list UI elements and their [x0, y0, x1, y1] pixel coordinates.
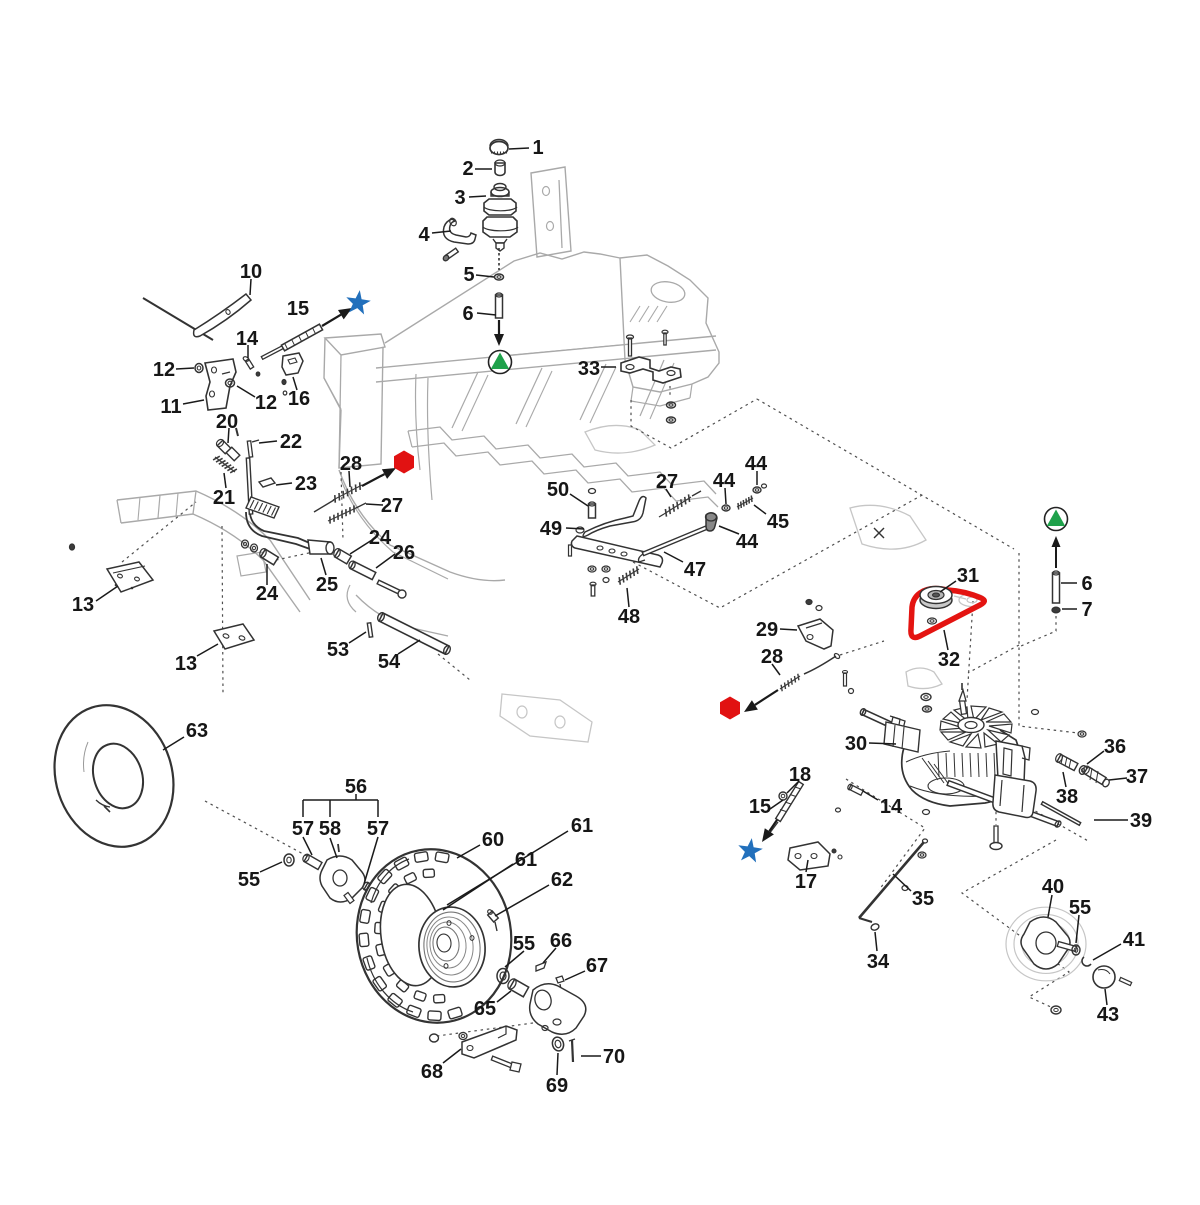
- svg-text:57: 57: [292, 818, 314, 840]
- svg-text:25: 25: [316, 574, 338, 596]
- svg-text:28: 28: [761, 646, 783, 668]
- svg-text:12: 12: [255, 392, 277, 414]
- svg-text:66: 66: [550, 930, 572, 952]
- svg-text:27: 27: [381, 495, 403, 517]
- svg-text:22: 22: [280, 431, 302, 453]
- svg-text:21: 21: [213, 487, 235, 509]
- svg-text:36: 36: [1104, 736, 1126, 758]
- svg-text:32: 32: [938, 649, 960, 671]
- svg-text:65: 65: [474, 998, 496, 1020]
- svg-text:13: 13: [175, 653, 197, 675]
- svg-text:13: 13: [72, 594, 94, 616]
- svg-text:50: 50: [547, 479, 569, 501]
- svg-text:63: 63: [186, 720, 208, 742]
- svg-text:40: 40: [1042, 876, 1064, 898]
- svg-text:35: 35: [912, 888, 934, 910]
- svg-text:44: 44: [736, 531, 759, 553]
- svg-text:45: 45: [767, 511, 789, 533]
- svg-text:61: 61: [571, 815, 593, 837]
- svg-text:49: 49: [540, 518, 562, 540]
- svg-text:4: 4: [418, 224, 430, 246]
- svg-text:14: 14: [236, 328, 259, 350]
- svg-text:39: 39: [1130, 810, 1152, 832]
- svg-text:29: 29: [756, 619, 778, 641]
- svg-text:7: 7: [1081, 599, 1092, 621]
- svg-text:44: 44: [745, 453, 768, 475]
- svg-text:56: 56: [345, 776, 367, 798]
- svg-text:26: 26: [393, 542, 415, 564]
- svg-text:34: 34: [867, 951, 890, 973]
- svg-text:55: 55: [238, 869, 260, 891]
- svg-text:10: 10: [240, 261, 262, 283]
- svg-text:60: 60: [482, 829, 504, 851]
- svg-text:57: 57: [367, 818, 389, 840]
- svg-text:67: 67: [586, 955, 608, 977]
- svg-text:48: 48: [618, 606, 640, 628]
- svg-text:55: 55: [513, 933, 535, 955]
- svg-text:18: 18: [789, 764, 811, 786]
- svg-text:3: 3: [454, 187, 465, 209]
- svg-text:30: 30: [845, 733, 867, 755]
- svg-text:23: 23: [295, 473, 317, 495]
- svg-text:6: 6: [462, 303, 473, 325]
- svg-text:5: 5: [463, 264, 474, 286]
- svg-text:53: 53: [327, 639, 349, 661]
- svg-text:17: 17: [795, 871, 817, 893]
- svg-text:61: 61: [515, 849, 537, 871]
- svg-text:62: 62: [551, 869, 573, 891]
- svg-text:6: 6: [1081, 573, 1092, 595]
- svg-text:2: 2: [462, 158, 473, 180]
- svg-text:54: 54: [378, 651, 401, 673]
- svg-text:15: 15: [749, 796, 771, 818]
- svg-text:38: 38: [1056, 786, 1078, 808]
- svg-text:11: 11: [160, 396, 181, 418]
- svg-text:1: 1: [532, 137, 543, 159]
- svg-text:43: 43: [1097, 1004, 1119, 1026]
- svg-text:44: 44: [713, 470, 736, 492]
- svg-text:31: 31: [957, 565, 979, 587]
- svg-text:33: 33: [578, 358, 600, 380]
- svg-text:24: 24: [369, 527, 392, 549]
- svg-text:27: 27: [656, 471, 678, 493]
- svg-text:12: 12: [153, 359, 175, 381]
- svg-text:15: 15: [287, 298, 309, 320]
- svg-text:24: 24: [256, 583, 279, 605]
- svg-text:14: 14: [880, 796, 903, 818]
- svg-text:41: 41: [1123, 929, 1145, 951]
- svg-text:20: 20: [216, 411, 238, 433]
- svg-text:47: 47: [684, 559, 706, 581]
- svg-text:58: 58: [319, 818, 341, 840]
- svg-text:68: 68: [421, 1061, 443, 1083]
- svg-text:16: 16: [288, 388, 310, 410]
- svg-text:69: 69: [546, 1075, 568, 1097]
- svg-text:37: 37: [1126, 766, 1148, 788]
- svg-text:70: 70: [603, 1046, 625, 1068]
- svg-text:55: 55: [1069, 897, 1091, 919]
- svg-text:28: 28: [340, 453, 362, 475]
